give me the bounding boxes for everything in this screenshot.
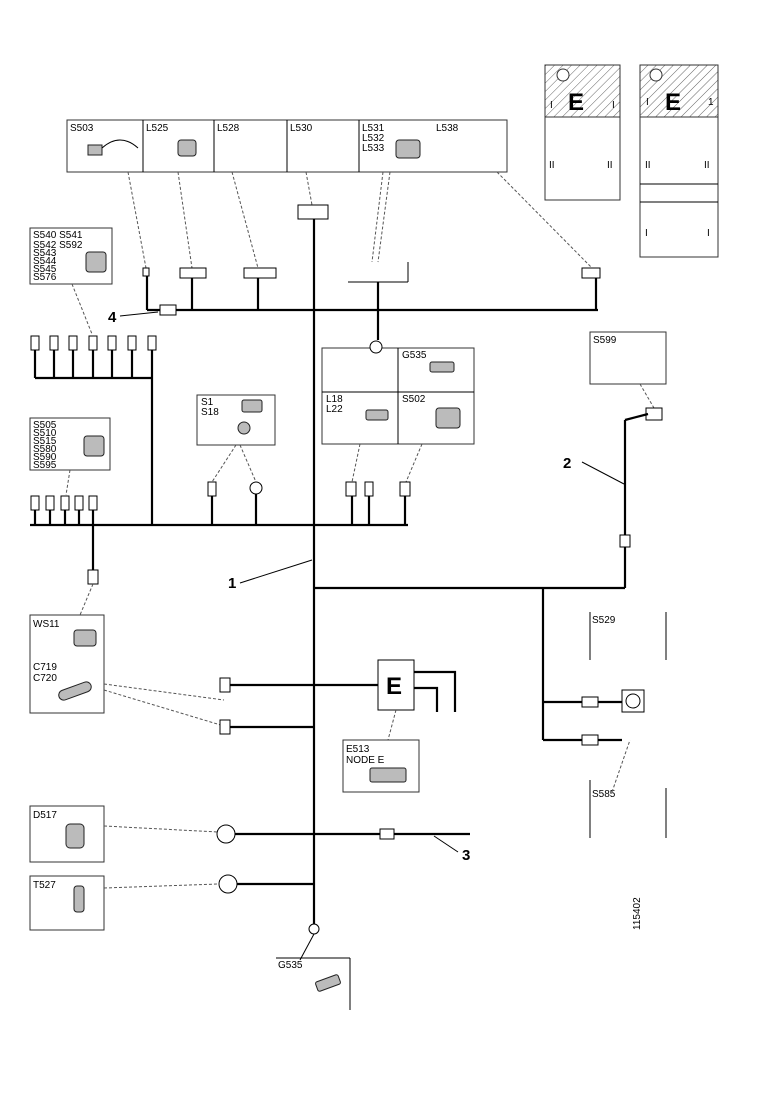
label-l531: L531	[362, 123, 385, 134]
label-s1: S1	[201, 397, 214, 408]
ecu-e513-icon	[369, 767, 407, 783]
node-e-letter: E	[386, 673, 402, 700]
s585-panel: S585	[589, 739, 667, 838]
callout-3: 3	[462, 847, 470, 864]
top-component-panel: S503 L525 L528 L530 L531 L532 L533 L538	[66, 119, 508, 173]
switch-group-1: S540 S541 S542 S592 S543 S544 S545 S576	[29, 227, 113, 285]
s599-panel: S599	[589, 331, 667, 385]
node-e-box: E	[377, 659, 415, 711]
sg2-label-5: S595	[33, 460, 57, 471]
callout-1: 1	[228, 575, 236, 592]
thumbnail-left-mark-left: I	[550, 100, 553, 111]
e513-panel: E513 NODE E	[342, 739, 420, 793]
sensor-t527-icon	[73, 885, 85, 913]
sg2-label-1: S510	[33, 428, 57, 439]
label-l22: L22	[326, 404, 343, 415]
sg2-label-2: S515	[33, 436, 57, 447]
ground-g535-icon	[315, 974, 341, 992]
sg1-label-5: S576	[33, 272, 57, 283]
label-s585: S585	[592, 789, 616, 800]
label-s503: S503	[70, 123, 94, 134]
label-l532: L532	[362, 133, 385, 144]
thumbnail-right-tick-c: I	[645, 228, 648, 239]
sensor-s503-icon	[87, 144, 103, 156]
label-s529: S529	[592, 615, 616, 626]
t527-panel: T527	[29, 875, 105, 931]
lamp-l531-icon	[395, 139, 421, 159]
switch-group-2-connectors	[30, 495, 98, 511]
label-c719: C719	[33, 662, 57, 673]
thumbnail-left-mark-right: I	[612, 100, 615, 111]
s529-panel: S529	[589, 612, 667, 713]
thumbnail-right-mark-left: I	[646, 97, 649, 108]
label-d517: D517	[33, 810, 57, 821]
label-l525: L525	[146, 123, 169, 134]
thumbnail-right-mark-right: 1	[708, 97, 714, 108]
sg2-label-3: S580	[33, 444, 57, 455]
sg1-label-2: S543	[33, 248, 57, 259]
thumbnail-left: E I I II II	[544, 64, 621, 201]
s1-s18-panel: S1 S18	[196, 394, 276, 446]
ws11-c719-panel: WS11 C719 C720	[29, 614, 105, 714]
washer-ws11-icon	[73, 629, 97, 647]
switch-s502-icon	[435, 407, 461, 429]
callout-4: 4	[108, 309, 117, 326]
label-l530: L530	[290, 123, 313, 134]
thumbnail-left-tick-b: II	[607, 160, 613, 171]
switch-group-1-connectors	[30, 335, 157, 351]
switch-s18-icon	[237, 421, 251, 435]
switch-s529-icon	[625, 693, 641, 709]
switch-group-2: S505 S510 S515 S580 S590 S595	[29, 417, 111, 471]
thumbnail-right-letter: E	[665, 89, 681, 116]
thumbnail-right: E I 1 II II I I	[639, 64, 719, 258]
callout-2: 2	[563, 455, 571, 472]
label-g535-bottom: G535	[278, 960, 303, 971]
label-c720: C720	[33, 673, 57, 684]
label-t527: T527	[33, 880, 56, 891]
sg1-label-1: S542 S592	[33, 240, 83, 251]
thumbnail-left-tick-a: II	[549, 160, 555, 171]
label-ws11: WS11	[33, 619, 60, 630]
label-g535-top: G535	[402, 350, 427, 361]
sg1-label-0: S540 S541	[33, 230, 83, 241]
figure-number: 115402	[632, 897, 643, 930]
switch-s1-icon	[241, 399, 263, 413]
g535-l18-s502-panel: G535 L18 L22 S502	[321, 347, 475, 445]
thumbnail-right-tick-b: II	[704, 160, 710, 171]
d517-panel: D517	[29, 805, 105, 863]
lamp-l18-icon	[365, 409, 389, 421]
sg2-label-0: S505	[33, 420, 57, 431]
label-s502: S502	[402, 394, 426, 405]
label-s18: S18	[201, 407, 219, 418]
lamp-l525-icon	[177, 139, 197, 157]
thumbnail-left-letter: E	[568, 89, 584, 116]
diode-d517-icon	[65, 823, 85, 849]
thumbnail-right-tick-d: I	[707, 228, 710, 239]
sg2-label-4: S590	[33, 452, 57, 463]
capacitor-c719-icon	[58, 681, 92, 701]
label-l528: L528	[217, 123, 240, 134]
label-l18: L18	[326, 394, 343, 405]
label-e513: E513	[346, 744, 370, 755]
label-s599: S599	[593, 335, 617, 346]
label-node-e: NODE E	[346, 755, 385, 766]
sg1-label-3: S544	[33, 256, 57, 267]
ground-g535-icon	[429, 361, 455, 373]
thumbnail-right-tick-a: II	[645, 160, 651, 171]
label-l533: L533	[362, 143, 385, 154]
label-l538: L538	[436, 123, 459, 134]
sg1-label-4: S545	[33, 264, 57, 275]
switch-block-icon	[83, 435, 105, 457]
switch-block-icon	[85, 251, 107, 273]
